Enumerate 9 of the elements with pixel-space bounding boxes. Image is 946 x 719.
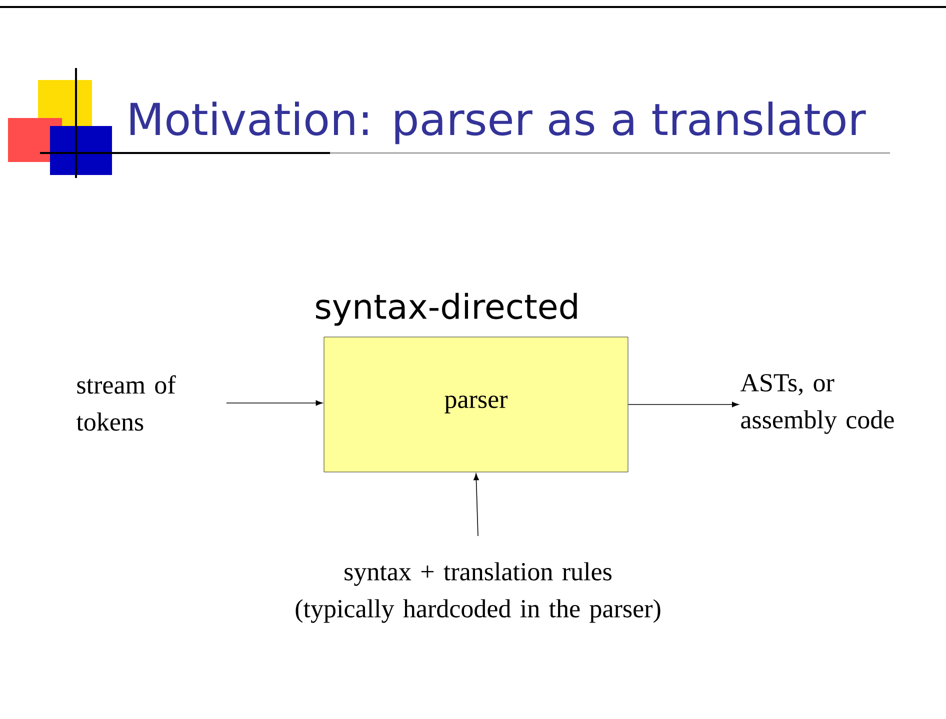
arrow xyxy=(474,473,479,536)
rules-text: syntax + translation rules (typically hardcoded in the parser) xyxy=(296,562,660,623)
box-heading: syntax-directed xyxy=(316,292,577,326)
arrow xyxy=(226,400,323,406)
output-text: ASTs, or assembly code xyxy=(740,374,894,434)
input-text: stream of tokens xyxy=(76,375,176,431)
slide-title: Motivation: parser as a translator xyxy=(130,102,866,144)
arrow xyxy=(628,402,739,408)
process-box: parser xyxy=(324,336,628,472)
